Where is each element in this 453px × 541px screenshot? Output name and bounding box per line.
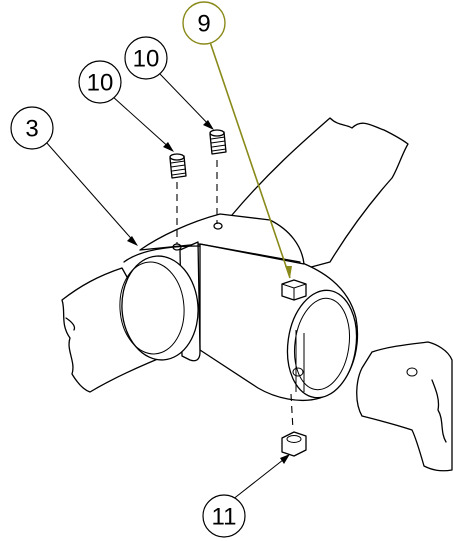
setscrew-right (209, 129, 227, 155)
leader-3 (45, 141, 137, 245)
loose-tube-piece (356, 341, 453, 472)
leader-11 (231, 455, 289, 501)
callout-10-right: 10 (124, 36, 168, 80)
leader-10b (159, 73, 213, 129)
callout-11: 11 (202, 494, 246, 538)
callout-3-label: 3 (25, 116, 38, 143)
leader-11-arrow (280, 454, 290, 464)
callout-9: 9 (182, 1, 226, 45)
setscrew-left (169, 153, 187, 179)
hex-bolt-head (281, 279, 307, 301)
callout-3: 3 (10, 106, 54, 150)
assembly-line-nut (290, 393, 294, 431)
tee-right-collar (199, 239, 359, 401)
callout-10-right-label: 10 (133, 46, 160, 73)
hex-nut (281, 431, 307, 457)
callout-11-label: 11 (212, 504, 237, 531)
leader-lines (45, 35, 292, 501)
tee-left-collar (119, 245, 201, 361)
callout-9-label: 9 (197, 11, 210, 38)
leader-10a (111, 95, 173, 151)
callout-10-left: 10 (78, 60, 122, 104)
leader-3-arrow (127, 236, 138, 246)
leader-10a-arrow (163, 142, 174, 152)
callout-10-left-label: 10 (87, 70, 114, 97)
left-tube (61, 267, 171, 393)
leader-10b-arrow (203, 120, 214, 130)
setscrew-hole-right (213, 222, 223, 230)
leader-9 (207, 35, 291, 279)
leader-9-arrow (285, 266, 292, 278)
